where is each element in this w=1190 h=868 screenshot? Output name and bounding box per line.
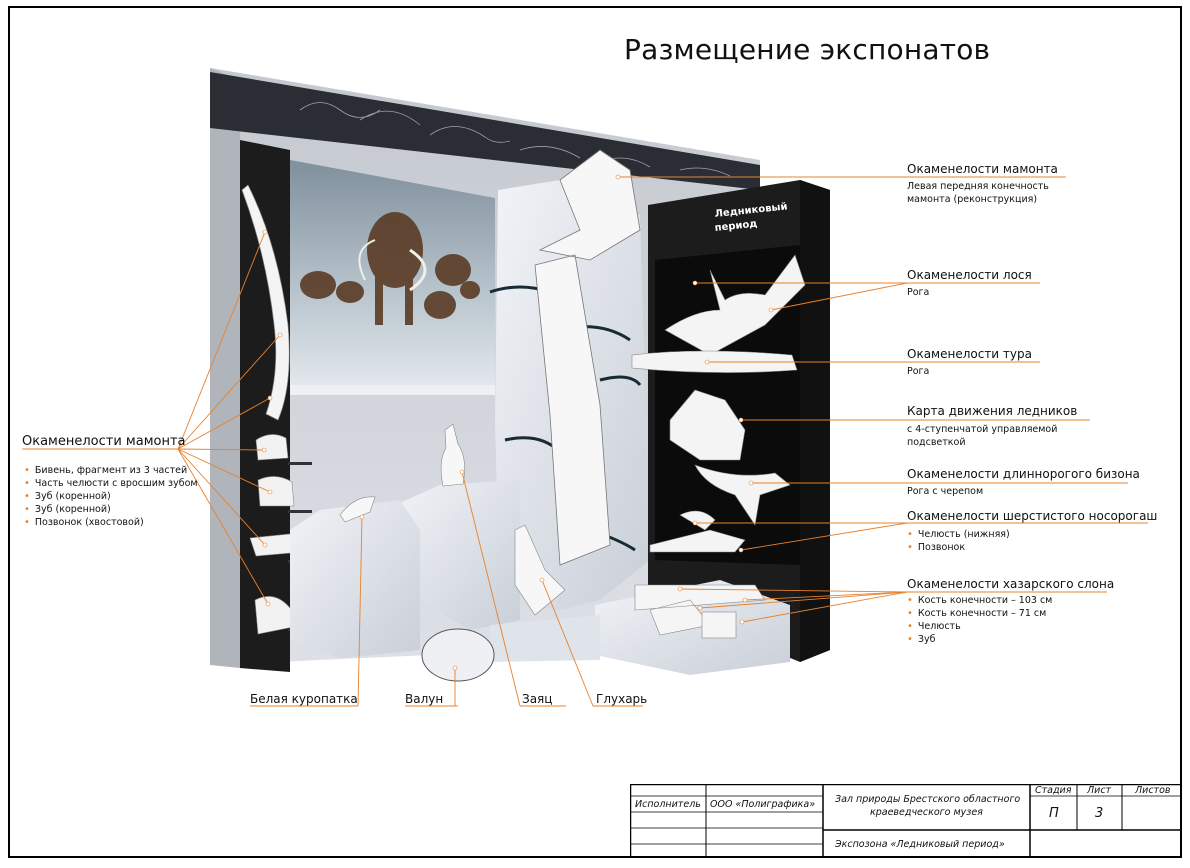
label-boulder: Валун [405,692,444,706]
elephant-item: Кость конечности – 71 см [907,607,1052,620]
label-elephant: Окаменелости хазарского слона [907,577,1115,591]
tusk [241,184,290,421]
executor-label: Исполнитель [635,799,701,810]
label-rhino-items: Челюсть (нижняя) Позвонок [907,528,1010,554]
label-bison-sub: Рога с черепом [907,486,984,497]
rock-left [290,500,420,658]
executor-value: ООО «Полиграфика» [710,799,816,810]
sheet-value: 3 [1095,806,1104,821]
elephant-item: Кость конечности – 103 см [907,594,1052,607]
drawing-frame [8,6,1182,858]
stage-label: Стадия [1035,785,1072,796]
rock-middle [395,480,520,630]
sub-line: с 4-ступенчатой управляемой [907,424,1058,435]
title-block: Исполнитель ООО «Полиграфика» Зал природ… [630,784,1182,858]
sheet-label: Лист [1087,785,1112,796]
left-item: Зуб (коренной) [24,490,198,503]
hare-figure [440,423,465,487]
sub-line: Левая передняя конечность [907,181,1049,192]
label-glacier-map-sub: с 4-ступенчатой управляемой подсветкой [907,424,1057,449]
sub-line: подсветкой [907,436,966,448]
stage-value: П [1049,806,1059,821]
exposition-name: Экспозона «Ледниковый период» [835,839,1005,850]
frieze-band [210,72,760,190]
label-moose: Окаменелости лося [907,268,1032,282]
left-item: Бивень, фрагмент из 3 частей [24,464,198,477]
left-item: Позвонок (хвостовой) [24,516,198,529]
label-ptarmigan: Белая куропатка [250,692,358,706]
boulder-figure [421,628,495,682]
label-glacier-map: Карта движения ледников [907,404,1078,418]
showcase-sign-line2: период [714,219,758,234]
label-mammoth-leg: Окаменелости мамонта [907,162,1058,176]
label-elephant-items: Кость конечности – 103 см Кость конечнос… [907,594,1052,646]
grouse-figure [514,524,566,616]
label-aurochs: Окаменелости тура [907,347,1032,361]
title-block-grid [630,784,1182,858]
label-rhino: Окаменелости шерстистого носорогаш [907,509,1158,523]
label-moose-sub: Рога [907,287,930,298]
project-title-line1: Зал природы Брестского областного [835,794,1021,805]
page-title: Размещение экспонатов [624,33,991,66]
elephant-item: Зуб [907,633,1052,646]
sub-line: мамонта (реконструкция) [907,193,1038,205]
left-wall [210,68,240,668]
mammoth-leg-bone [534,149,641,566]
rhino-item: Позвонок [907,541,1010,554]
project-title-line2: краеведческого музея [870,807,983,818]
mammoth-figures [300,212,480,325]
label-hare: Заяц [522,692,553,706]
elephant-item: Челюсть [907,620,1052,633]
left-group-heading: Окаменелости мамонта [22,434,186,449]
label-aurochs-sub: Рога [907,366,930,377]
left-item: Зуб (коренной) [24,503,198,516]
label-grouse: Глухарь [596,692,648,706]
rhino-item: Челюсть (нижняя) [907,528,1010,541]
left-group-items: Бивень, фрагмент из 3 частей Часть челюс… [24,464,198,529]
left-item: Часть челюсти с вросшим зубом [24,477,198,490]
ptarmigan-figure [339,496,376,523]
label-mammoth-leg-sub: Левая передняя конечность мамонта (рекон… [907,181,1049,206]
sheets-label: Листов [1135,785,1171,796]
label-bison: Окаменелости длиннорогого бизона [907,467,1140,481]
